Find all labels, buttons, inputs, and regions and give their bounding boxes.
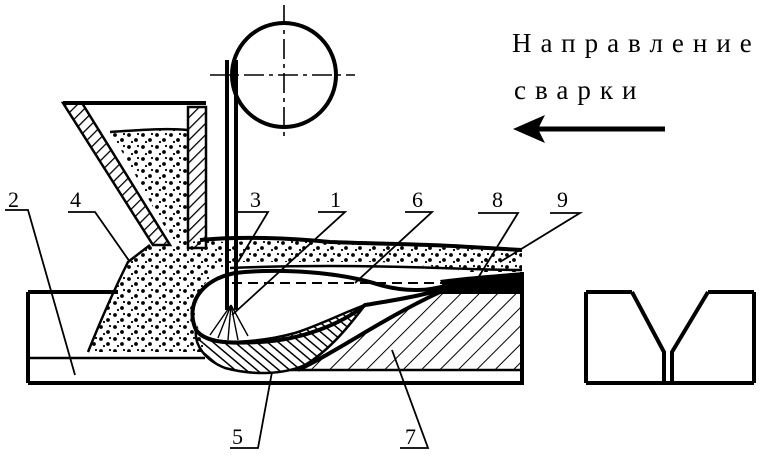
label-3: 3: [250, 187, 261, 212]
label-4: 4: [70, 187, 81, 212]
caption-line-1: Направление: [512, 28, 761, 58]
caption-line-2: сварки: [514, 75, 645, 105]
v-groove-section: [584, 290, 756, 385]
flux-heap: [88, 240, 522, 352]
flux-top-surface: [199, 235, 523, 252]
electrode-wire: [209, 60, 249, 341]
label-2: 2: [8, 187, 19, 212]
direction-arrow: [513, 115, 665, 143]
label-7: 7: [405, 424, 416, 449]
label-1: 1: [330, 187, 341, 212]
weld-metal-top: [297, 290, 522, 372]
label-6: 6: [412, 187, 423, 212]
feed-roller: [210, 5, 355, 140]
label-9: 9: [557, 187, 568, 212]
flux-hopper: [60, 101, 208, 250]
label-8: 8: [492, 187, 503, 212]
label-5: 5: [232, 424, 243, 449]
leader-lines: [5, 209, 584, 449]
flux-outline: [86, 244, 151, 353]
weld-bead: [440, 272, 524, 294]
weld-metal: [298, 290, 522, 370]
